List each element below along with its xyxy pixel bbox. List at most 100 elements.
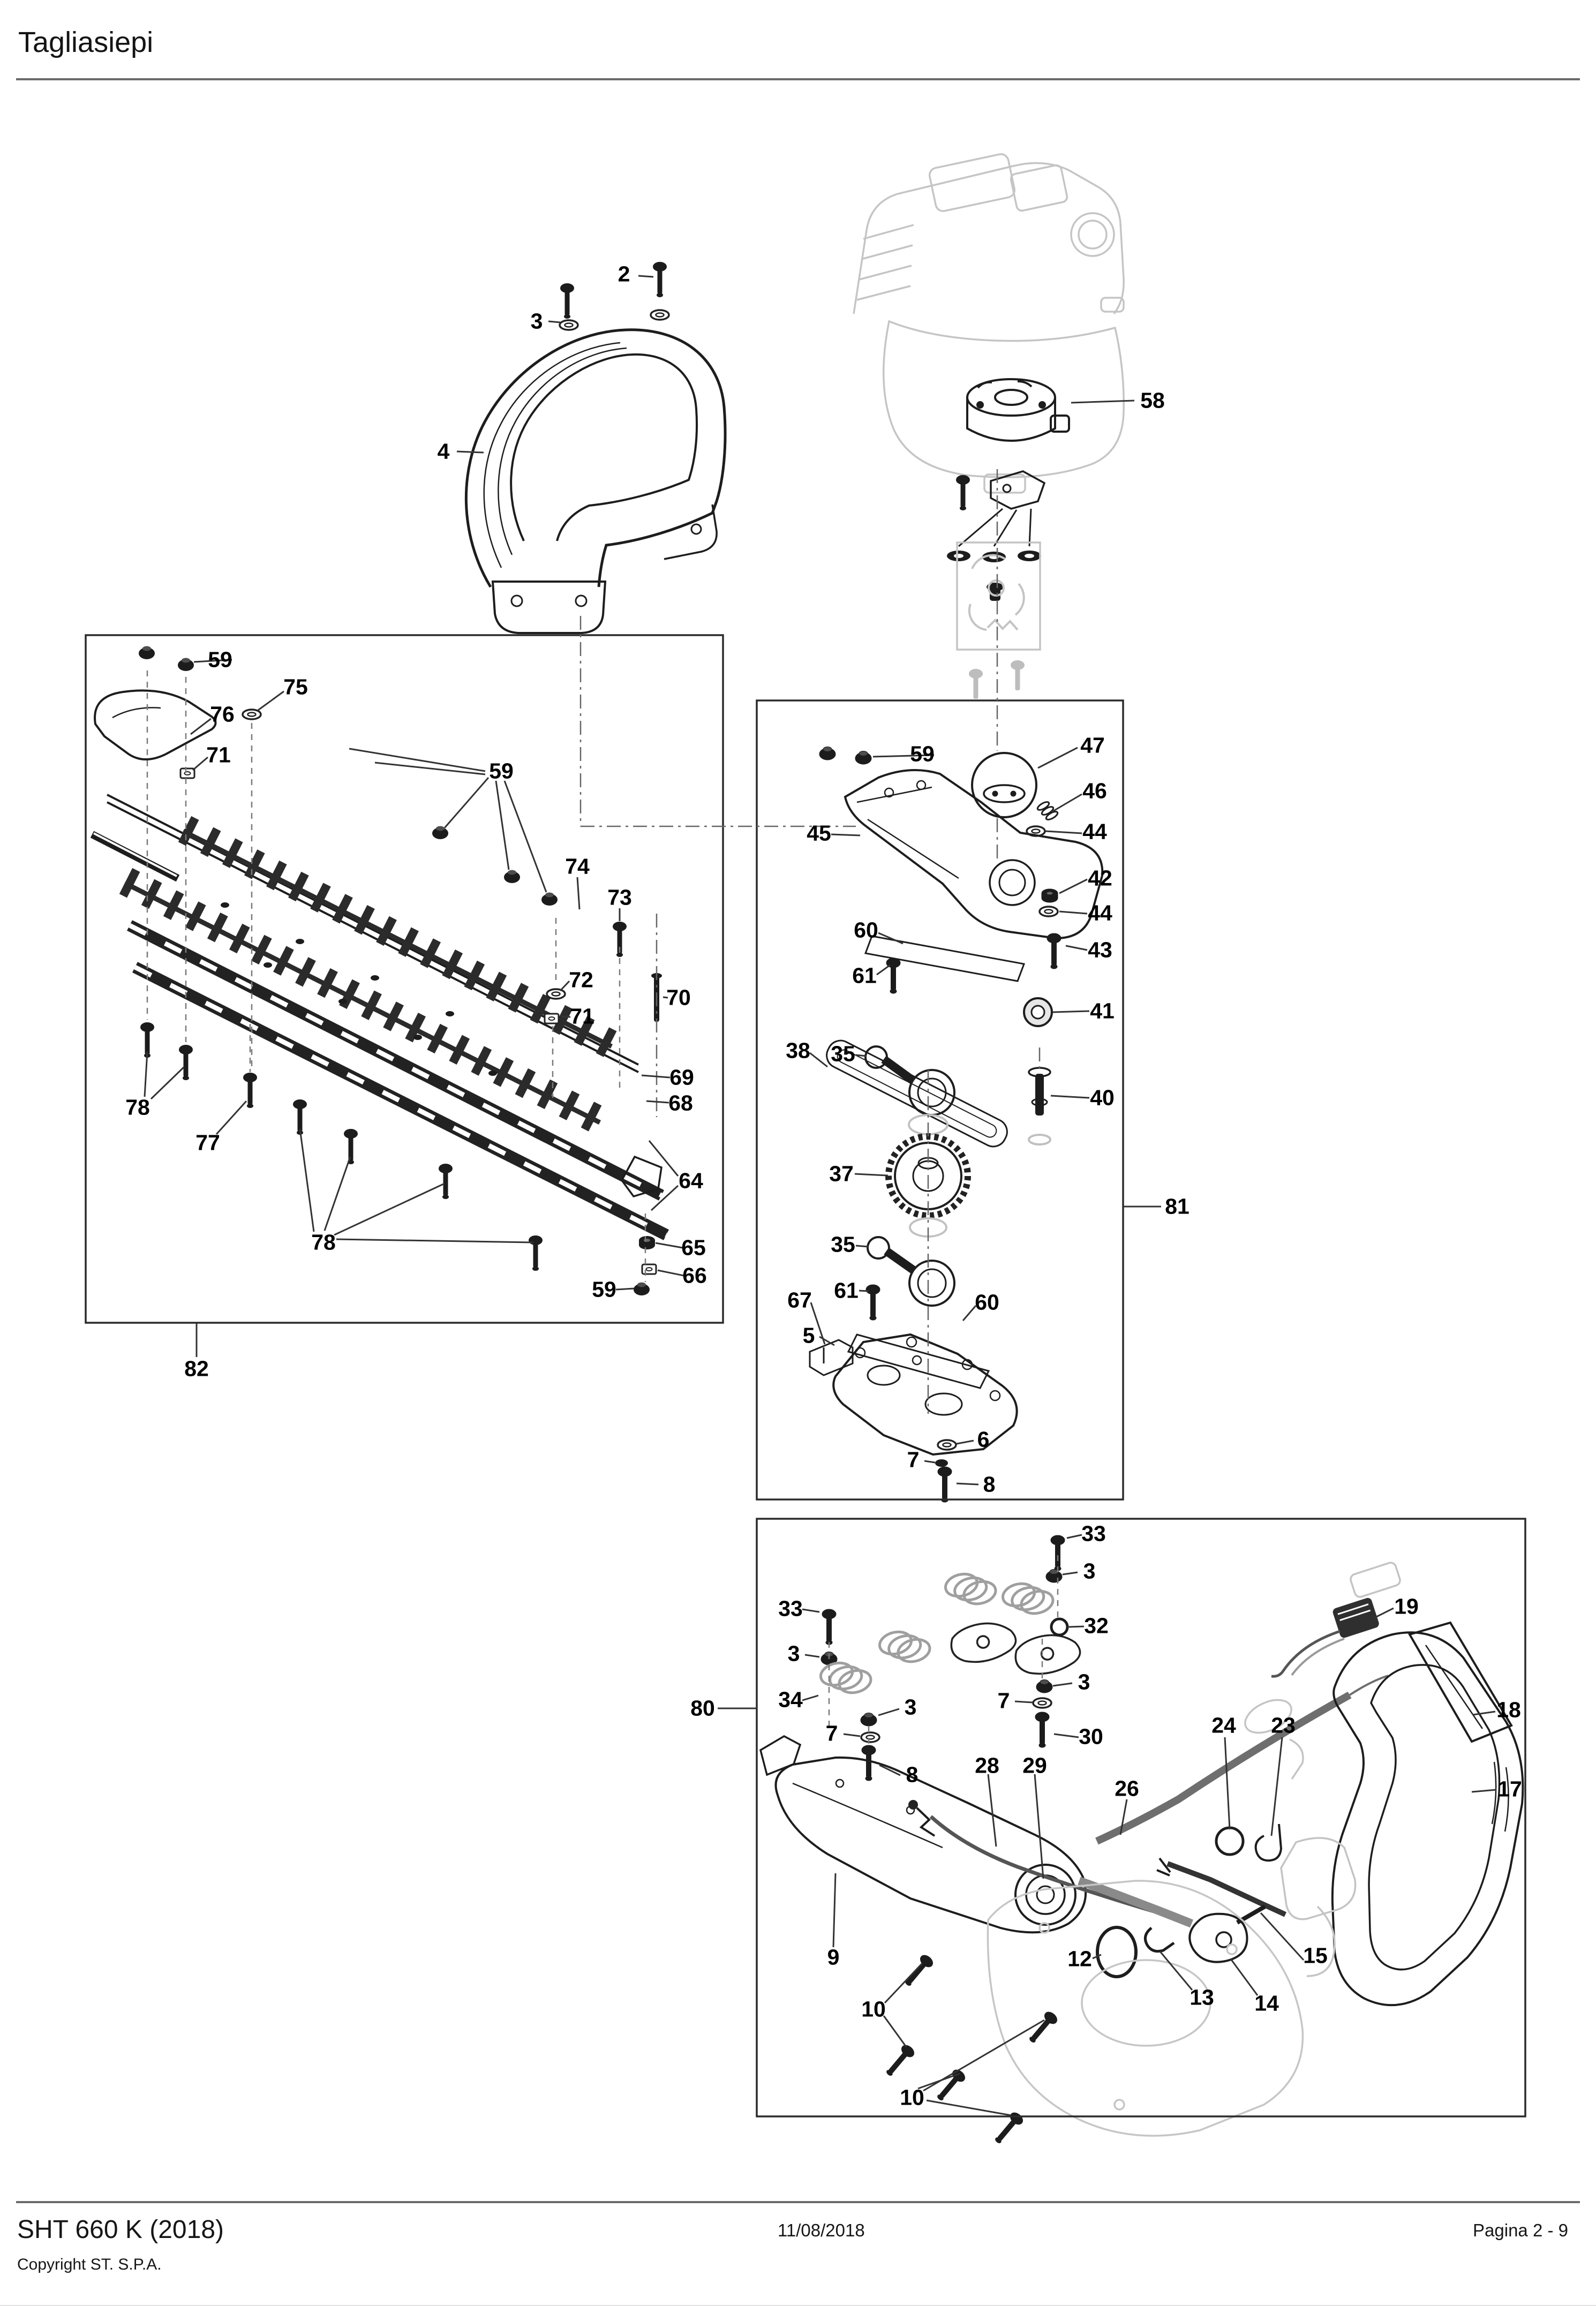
callout-leader-line-67 [1014,1700,1033,1704]
callout-leader-line-36 [1045,830,1082,834]
callout-leader-line-45 [1050,1095,1090,1099]
callout-leader-line-3 [1071,400,1135,404]
callout-leader-line-4 [193,659,232,663]
callout-leader-line-80 [1159,1951,1193,1991]
callout-leader-line-1 [548,320,561,323]
callout-part-61-33: 61 [852,963,877,988]
callout-leader-line-41 [878,932,904,945]
callout-leader-line-20 [144,1051,148,1097]
callout-leader-line-37 [831,833,861,837]
callout-leader-line-17 [561,1015,571,1018]
callout-leader-line-87 [926,2099,1012,2116]
callout-leader-line-13 [576,877,581,910]
callout-leader-line-46 [855,1054,867,1057]
callout-part-8-46: 8 [983,1472,996,1497]
callout-leader-line-77 [1119,1799,1128,1835]
callout-part-19-63: 19 [1394,1594,1419,1619]
callout-leader-line-69 [879,1764,901,1776]
callout-part-18-64: 18 [1496,1697,1521,1722]
callout-part-60-42: 60 [975,1290,999,1315]
callout-leader-line-23 [648,1140,679,1177]
callout-leader-line-62 [804,1654,820,1658]
callout-leader-line-24 [650,1185,679,1211]
callout-part-45-28: 45 [807,820,831,846]
callout-part-70-12: 70 [666,985,691,1010]
callout-leader-line-6 [190,718,212,735]
callout-part-7-45: 7 [907,1447,920,1472]
callout-leader-line-5 [258,690,284,711]
callout-part-76-6: 76 [210,702,235,727]
header-divider [16,78,1580,80]
callout-part-71-7: 71 [206,742,231,767]
callout-part-34-54: 34 [778,1687,803,1712]
callout-leader-line-70 [987,1774,997,1847]
callout-leader-line-65 [843,1733,861,1737]
blade-assembly-82-drawing [90,646,669,1295]
callout-part-44-30: 44 [1088,900,1112,925]
callout-part-3-57: 3 [1078,1669,1090,1694]
callout-leader-line-53 [956,1440,974,1445]
callout-part-67-41: 67 [787,1287,812,1313]
callout-part-60-32: 60 [854,917,878,943]
callout-leader-line-72 [1373,1607,1394,1619]
callout-leader-line-31 [615,1287,635,1291]
callout-leader-line-30 [657,1269,684,1277]
callout-leader-line-82 [1260,1912,1305,1961]
callout-part-14-72: 14 [1254,1991,1279,2016]
callout-part-46-26: 46 [1082,778,1107,803]
callout-leader-line-74 [1471,1789,1497,1793]
callout-part-3-53: 3 [787,1641,800,1666]
callout-leader-line-54 [924,1460,936,1464]
callout-leader-line-59 [1062,1571,1078,1576]
callout-leader-line-84 [883,2015,907,2047]
callout-leader-line-2 [456,450,484,454]
callout-part-42-29: 42 [1088,865,1112,891]
callout-part-65-20: 65 [681,1235,706,1260]
callout-leader-line-21 [150,1066,185,1100]
callout-part-47-25: 47 [1080,733,1105,758]
callout-part-29-62: 29 [1022,1753,1047,1778]
callout-part-37-38: 37 [829,1161,854,1186]
callout-leader-line-60 [1067,1625,1085,1628]
callout-part-17-65: 17 [1497,1776,1522,1802]
callout-leader-line-9 [495,780,510,870]
footer-date: 11/08/2018 [778,2220,865,2240]
callout-part-7-58: 7 [997,1688,1010,1713]
callout-part-28-61: 28 [975,1753,999,1778]
callout-leader-line-47 [854,1173,889,1177]
callout-leader-line-58 [1066,1534,1082,1539]
callout-part-3-50: 3 [1083,1558,1096,1584]
callout-leader-line-73 [1472,1710,1496,1716]
callout-part-4-2: 4 [437,439,450,464]
callout-part-35-39: 35 [831,1232,855,1257]
callout-part-9-69: 9 [827,1945,840,1970]
callout-leader-line-83 [884,1962,923,2004]
callout-leader-line-25 [299,1128,315,1232]
callout-part-30-59: 30 [1079,1724,1103,1749]
footer-page-number: Pagina 2 - 9 [1473,2220,1568,2240]
callout-part-38-35: 38 [786,1038,810,1063]
callout-leader-line-11 [374,762,486,775]
callout-part-2-0: 2 [618,261,630,287]
callout-part-81-47: 81 [1165,1194,1190,1219]
footer-copyright: Copyright ST. S.P.A. [17,2256,162,2273]
callout-leader-line-81 [1230,1958,1259,1996]
callout-part-68-15: 68 [668,1090,693,1116]
callout-part-5-43: 5 [802,1323,815,1348]
callout-part-10-74: 10 [861,1996,886,2022]
callout-leader-line-52 [819,1336,835,1346]
callout-part-74-9: 74 [565,854,590,879]
callout-leader-line-79 [1092,1954,1102,1960]
callout-leader-line-44 [809,1052,828,1068]
front-handle-4-drawing [464,328,727,634]
callout-part-24-66: 24 [1211,1713,1236,1738]
callout-leader-line-55 [956,1482,979,1486]
callout-leader-line-19 [646,1100,669,1104]
callout-leader-line-38 [1059,878,1088,894]
callout-part-44-27: 44 [1082,819,1107,844]
callout-part-15-73: 15 [1303,1943,1328,1968]
callout-part-75-5: 75 [283,674,308,699]
callout-part-73-10: 73 [607,885,632,910]
callout-part-59-8: 59 [489,758,514,783]
callout-leader-line-34 [1037,747,1078,769]
